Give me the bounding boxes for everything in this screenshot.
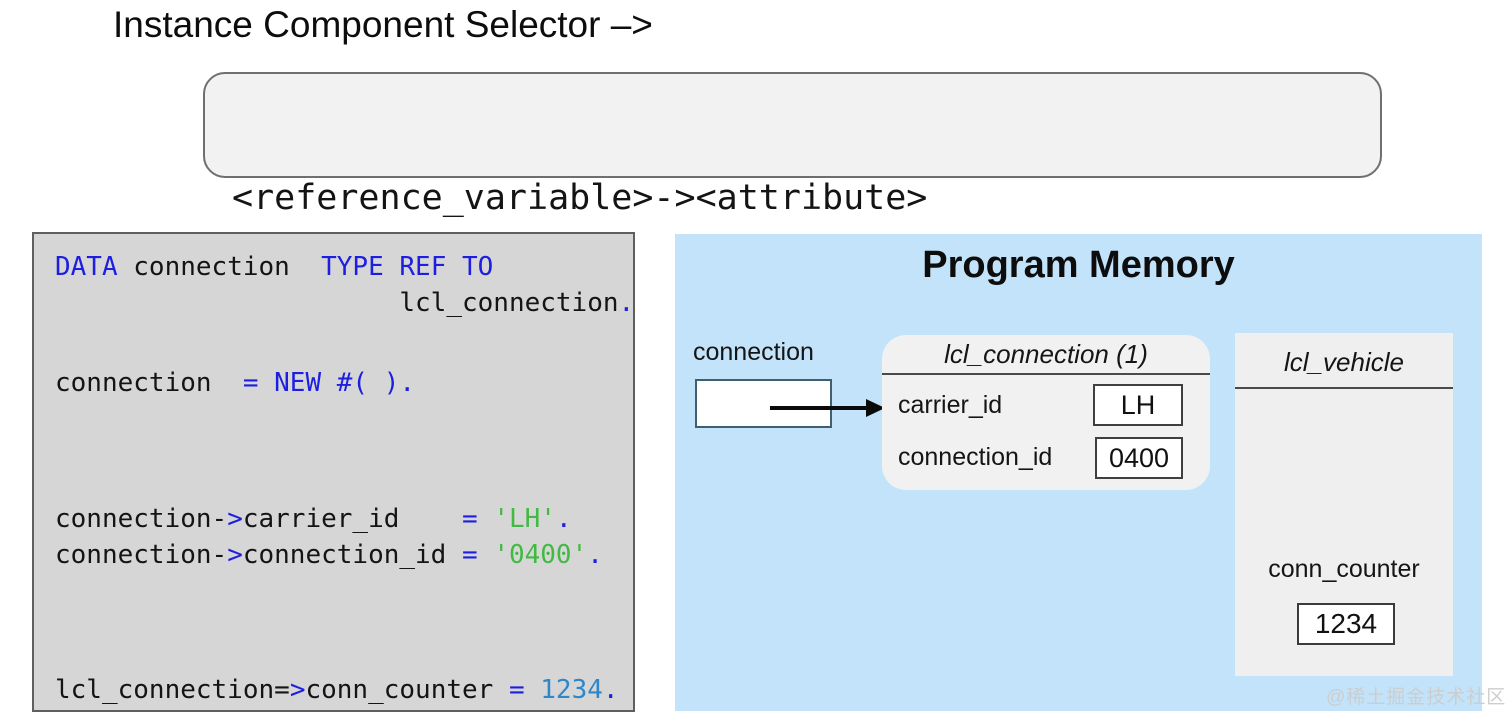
syntax-box: <reference_variable>-><attribute> — [203, 72, 1382, 218]
attribute-value-connection-id: 0400 — [1095, 437, 1183, 479]
syntax-expression: <reference_variable>-><attribute> — [232, 178, 928, 218]
code-statement-new-instance: connection = NEW #( ). — [55, 368, 416, 398]
attribute-value-carrier-id: LH — [1093, 384, 1183, 426]
watermark: @稀土掘金技术社区 — [1326, 687, 1507, 708]
page-title: Instance Component Selector –> — [113, 4, 653, 45]
program-memory-panel: Program Memory connection lcl_connection… — [675, 234, 1482, 711]
object-instance-box: lcl_connection (1) carrier_id LH connect… — [882, 335, 1210, 490]
header-divider — [882, 373, 1210, 375]
code-statement-attribute-assignments: connection->carrier_id = 'LH'. connectio… — [55, 504, 603, 570]
header-divider — [1235, 387, 1453, 389]
static-attribute-label: conn_counter — [1268, 555, 1420, 583]
reference-variable-label: connection — [693, 338, 814, 366]
reference-variable-box — [695, 379, 832, 428]
code-statement-data-declaration: DATA connection TYPE REF TO lcl_connecti… — [55, 252, 635, 318]
object-instance-header: lcl_connection (1) — [944, 339, 1148, 369]
static-attribute-value: 1234 — [1297, 603, 1395, 645]
class-static-box: lcl_vehicle conn_counter 1234 — [1235, 333, 1453, 676]
code-statement-static-assignment: lcl_connection=>conn_counter = 1234. — [55, 675, 619, 705]
attribute-label-connection-id: connection_id — [898, 443, 1053, 471]
class-static-header: lcl_vehicle — [1284, 347, 1404, 377]
attribute-label-carrier-id: carrier_id — [898, 391, 1003, 419]
program-memory-title: Program Memory — [922, 244, 1235, 286]
code-editor-box: DATA connection TYPE REF TO lcl_connecti… — [32, 232, 635, 712]
pointer-arrow-icon — [770, 399, 885, 417]
